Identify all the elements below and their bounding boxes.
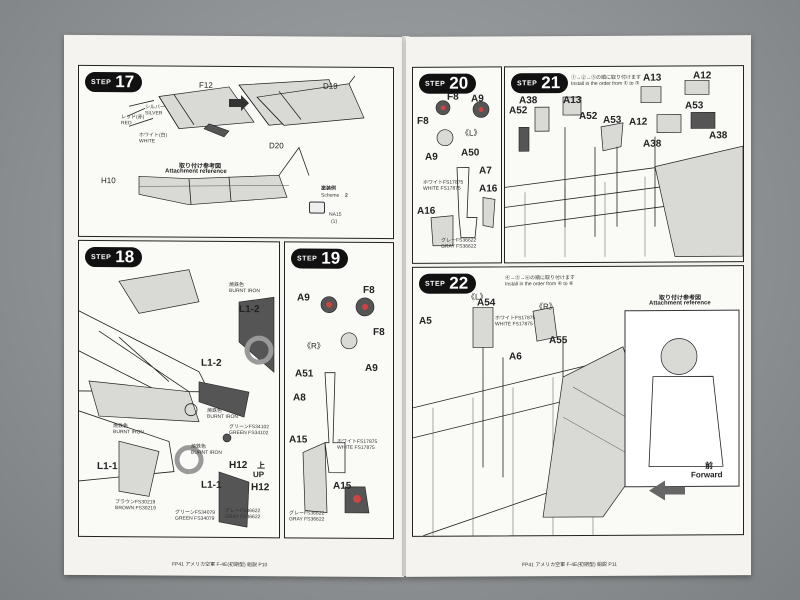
part-a5: A5 xyxy=(419,315,432,327)
part-a38-c: A38 xyxy=(709,130,728,142)
part-h12: H12 xyxy=(229,459,248,472)
part-a9: A9 xyxy=(471,93,484,105)
attachment-reference-en: Attachment reference xyxy=(649,300,711,307)
part-a8: A8 xyxy=(293,392,306,404)
part-a6: A6 xyxy=(509,351,522,363)
part-a52: A52 xyxy=(509,105,528,117)
part-a9-b: A9 xyxy=(365,362,378,375)
white-paint-label: ホワイト(白) WHITE xyxy=(139,132,168,145)
part-a9: A9 xyxy=(297,292,310,304)
part-a52-b: A52 xyxy=(579,110,598,122)
part-d20: D20 xyxy=(269,141,284,151)
burnt-iron-label: 焼鉄色 BURNT IRON xyxy=(207,407,239,421)
decal-na15-count: (1) xyxy=(331,218,338,225)
step-20-drawing xyxy=(430,100,496,247)
burnt-iron-label: 焼鉄色 BURNT IRON xyxy=(113,423,145,436)
step-19-drawing xyxy=(302,296,375,514)
step-21-drawing xyxy=(505,79,743,258)
white-fs17875-label: ホワイトFS17875 WHITE FS17875 xyxy=(495,315,536,328)
part-l1-2-mid: L1-2 xyxy=(201,357,222,369)
burnt-iron-label: 焼鉄色 BURNT IRON xyxy=(229,281,261,295)
left-side-label: 《L》 xyxy=(461,128,482,138)
part-a16: A16 xyxy=(479,183,498,195)
part-a50: A50 xyxy=(461,147,480,159)
part-a13-b: A13 xyxy=(643,72,662,84)
part-a16-b: A16 xyxy=(417,205,436,217)
silver-paint-label: シルバー SILVER xyxy=(145,104,166,117)
gray-fs36622-label: グレーFS36622 GRAY FS36622 xyxy=(289,510,325,523)
forward-label: Forward xyxy=(691,470,723,480)
part-a15: A15 xyxy=(289,434,308,446)
part-f8: F8 xyxy=(447,91,459,103)
part-a12: A12 xyxy=(629,116,648,128)
part-l1-2-top: L1-2 xyxy=(239,304,260,316)
install-order-note: ④→⑤→⑥の順に取り付けます Install in the order from… xyxy=(505,275,576,288)
step-18-drawing xyxy=(79,269,275,528)
gray-fs36622-label: グレーFS36622 GRAY FS36622 xyxy=(225,507,261,521)
part-a51: A51 xyxy=(295,368,314,380)
part-f12: F12 xyxy=(199,80,213,90)
scheme-number: 2 xyxy=(345,192,348,199)
part-a13: A13 xyxy=(563,94,582,107)
page-footer: FP41 アメリカ空軍 F-4E(初期型) 組説 P10 xyxy=(172,561,268,569)
part-a9-b: A9 xyxy=(425,151,438,163)
white-fs17875-label: ホワイトFS17875 WHITE FS17875 xyxy=(423,179,464,192)
part-a54: A54 xyxy=(477,297,496,309)
green-fs34079-label: グリーンFS34079 GREEN FS34079 xyxy=(175,509,216,522)
part-a55: A55 xyxy=(549,335,568,347)
decal-na15: NA15 xyxy=(329,211,342,218)
attachment-reference-en: Attachment reference xyxy=(165,168,227,175)
part-a53-b: A53 xyxy=(685,100,704,112)
part-a53: A53 xyxy=(603,114,622,126)
part-l1-1-b: L1-1 xyxy=(201,479,222,491)
part-d19: D19 xyxy=(323,81,338,91)
white-fs17875-label: ホワイトFS17875 WHITE FS17875 xyxy=(337,438,378,451)
part-a7: A7 xyxy=(479,165,492,177)
gray-fs36622-label: グレーFS36622 GRAY FS36622 xyxy=(441,237,477,250)
page-footer: FP41 アメリカ空軍 F-4E(初期型) 組説 P11 xyxy=(522,561,617,569)
part-h10: H10 xyxy=(101,176,116,186)
part-f8: F8 xyxy=(363,284,375,296)
part-f8-b: F8 xyxy=(373,326,385,339)
part-l1-1: L1-1 xyxy=(97,461,118,473)
step-17-drawing xyxy=(126,75,365,206)
part-f8-b: F8 xyxy=(417,115,429,127)
right-side-label: 《R》 xyxy=(303,341,325,351)
up-label: UP xyxy=(253,470,265,480)
part-a12-b: A12 xyxy=(693,70,712,82)
install-order-note: ①→②→③の順に取り付けます Install in the order from… xyxy=(571,74,642,88)
scheme-label: 塗装例 xyxy=(321,185,337,192)
scheme-en-label: Scheme xyxy=(321,192,340,199)
right-side-label: 《R》 xyxy=(535,302,557,312)
burnt-iron-label: 焼鉄色 BURNT IRON xyxy=(191,443,223,456)
part-a38-b: A38 xyxy=(643,138,662,150)
brown-fs30219-label: ブラウンFS30219 BROWN FS30219 xyxy=(115,499,156,512)
decal-icon xyxy=(309,201,325,214)
red-paint-label: レッド(赤) RED xyxy=(121,114,145,127)
part-h12-b: H12 xyxy=(251,482,270,494)
green-fs34102-label: グリーンFS34102 GREEN FS34102 xyxy=(229,423,270,437)
step-22-drawing xyxy=(413,306,740,536)
part-a15-b: A15 xyxy=(333,480,352,492)
